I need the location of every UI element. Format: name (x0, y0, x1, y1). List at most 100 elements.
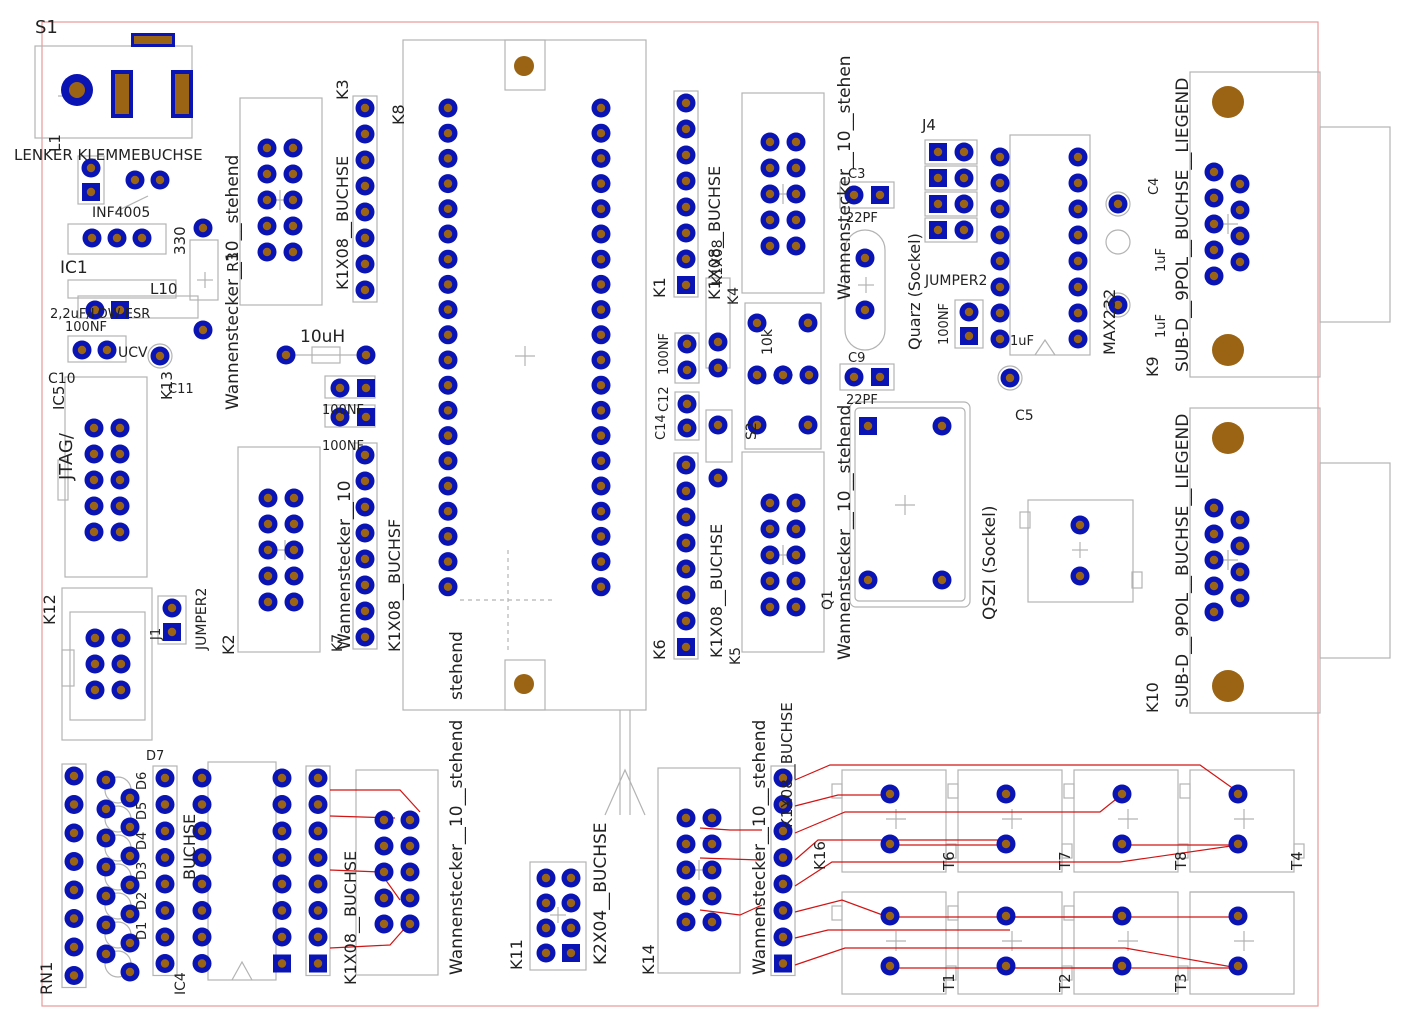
pad-drill (379, 841, 389, 851)
pad-drill (1073, 230, 1083, 240)
pad-drill (289, 519, 299, 529)
label-qszi: QSZI (Sockel) (980, 506, 1000, 620)
pad-drill (69, 885, 79, 895)
pad-drill (198, 223, 208, 233)
jack-drill (134, 36, 172, 44)
pad-drill (277, 800, 287, 809)
label-jumper2_a: JUMPER2 (194, 588, 210, 651)
label-c5: C5 (1015, 408, 1034, 424)
pad-drill (596, 431, 606, 440)
cap-outline (67, 279, 177, 299)
pad-drill (863, 575, 873, 585)
label-j1: J1 (149, 628, 164, 641)
pad-drill (803, 318, 813, 328)
pad-drill (361, 412, 371, 422)
transistor-tab (1179, 783, 1191, 799)
pad-drill (313, 853, 323, 862)
label-c12: C12 (657, 386, 672, 412)
pad-drill (681, 564, 691, 574)
label-wann_k2: Wannenstecker__10 (335, 480, 355, 650)
transistor-outline (841, 891, 947, 995)
pad-drill (361, 350, 371, 360)
pad-drill (443, 255, 453, 264)
label-wann_bot: Wannenstecker__10__stehend (447, 720, 467, 975)
pad-drill (765, 576, 775, 586)
pad-drill (89, 501, 99, 511)
pad-drill (443, 179, 453, 188)
pad-drill (89, 527, 99, 537)
pad-drill (791, 550, 801, 560)
label-c9: C9 (848, 351, 865, 366)
ic-socket-outline (402, 39, 647, 711)
pad-drill (707, 813, 717, 823)
pad-drill (1235, 179, 1245, 189)
pad-drill (112, 233, 122, 243)
pad-drill (1209, 167, 1219, 177)
pad-drill (160, 773, 170, 783)
pad-drill (360, 207, 370, 217)
pad-drill (995, 178, 1005, 188)
pad-drill (1117, 911, 1127, 921)
pad-drill (443, 481, 453, 491)
pad-drill (443, 129, 453, 138)
k11-outline (529, 861, 587, 971)
jumper-outline (924, 217, 978, 243)
pad-drill (1233, 911, 1243, 921)
pad-drill (1113, 300, 1123, 310)
pad-drill (360, 632, 370, 642)
pad-drill (1001, 839, 1011, 849)
ic-notch (1034, 338, 1056, 356)
pad-drill (713, 363, 723, 373)
pad-drill (289, 545, 299, 555)
switch-outline (744, 302, 822, 450)
trace (794, 844, 1239, 887)
pad-drill (596, 507, 606, 516)
header-outline (673, 90, 699, 298)
pad-drill (90, 305, 100, 315)
pad-drill (101, 775, 111, 785)
pad-drill (115, 423, 125, 433)
pad-drill (596, 330, 606, 339)
pad-drill (130, 175, 140, 185)
r330-outline (189, 239, 219, 301)
pad-drill (964, 331, 974, 341)
pad-drill (765, 215, 775, 225)
pad-drill (155, 351, 165, 361)
header-outline (61, 763, 87, 989)
pad-drill (1001, 961, 1011, 971)
cap-outline (839, 181, 895, 209)
jumper-outline (924, 139, 978, 165)
cable-shape (604, 768, 646, 816)
pad-drill (289, 571, 299, 581)
pad-drill (1075, 571, 1085, 581)
pad-drill (101, 920, 111, 930)
buzzer-tab (1131, 571, 1143, 589)
pad-drill (995, 334, 1005, 344)
transistor-outline (957, 891, 1063, 995)
pad-drill (1233, 789, 1243, 799)
pad-drill (115, 527, 125, 537)
pad-drill (681, 512, 691, 522)
pad-drill (379, 815, 389, 825)
pad-drill (765, 189, 775, 199)
buzzer-outline (1027, 499, 1134, 603)
ind-outline (311, 346, 341, 364)
transistor-tab (1293, 843, 1305, 859)
label-t6: T6 (940, 851, 958, 871)
pad-drill (443, 456, 453, 465)
pad-drill (360, 502, 370, 512)
pad-drill (752, 370, 762, 380)
pad-drill (596, 129, 606, 138)
pad-drill (289, 597, 299, 607)
pad-drill (335, 412, 345, 422)
pad-drill (791, 602, 801, 612)
pad-drill (198, 325, 208, 335)
label-k6: K6 (650, 639, 669, 660)
pad-drill (289, 493, 299, 503)
pad-drill (681, 590, 691, 600)
pad-drill (277, 826, 287, 836)
pad-drill (860, 305, 870, 315)
pad-drill (596, 154, 606, 163)
pad-drill (262, 221, 272, 231)
label-subd_bot: SUB-D__9POL__BUCHSE__LIEGEND (1173, 414, 1193, 708)
